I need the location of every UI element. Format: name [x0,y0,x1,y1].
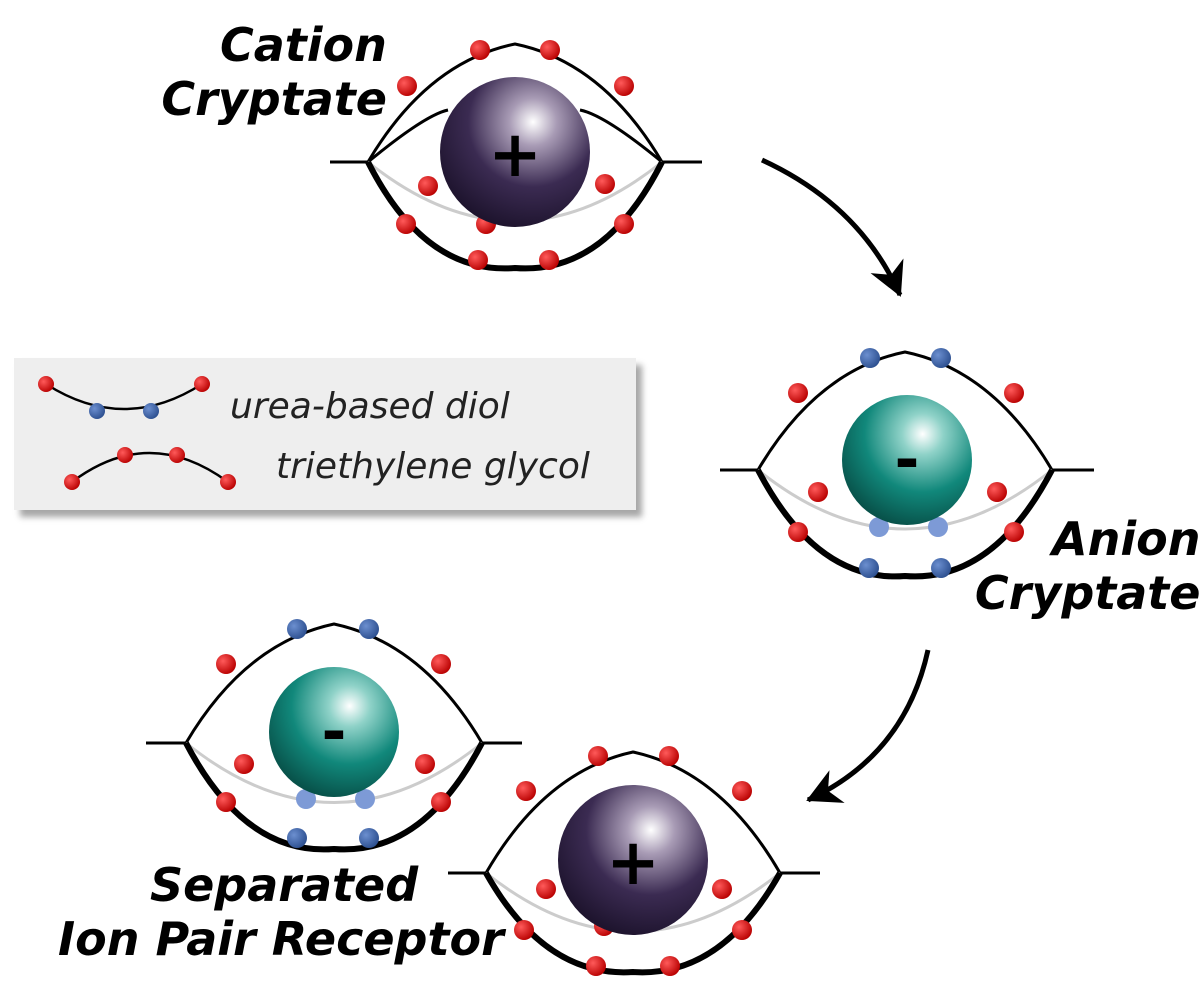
urea-nh-atom [931,348,951,368]
legend-teg-swatch [64,447,236,490]
legend-box: urea-based diol triethylene glycol [14,358,636,510]
transition-arrow [806,649,931,803]
urea-nh-atom [287,828,307,848]
cation-sign: + [488,118,542,192]
urea-nh-back [296,789,316,809]
urea-nh-atom [859,558,879,578]
oxygen-atom [614,76,634,96]
oxygen-atom [808,482,828,502]
anion-sign: - [322,697,347,767]
oxygen-atom [732,781,752,801]
oxygen-atom [514,920,534,940]
oxygen-atom [987,482,1007,502]
oxygen-atom [418,176,438,196]
separated-anion-cage: - [146,619,522,853]
oxygen-atom [586,956,606,976]
title-line: Separated [150,858,419,912]
transition-arrow [760,157,904,297]
cation-cryptate: + [330,40,702,272]
legend-label-urea: urea-based diol [230,386,510,427]
oxygen-atom [468,250,488,270]
urea-nh-atom [287,619,307,639]
legend-swatches [38,376,236,490]
oxygen-atom [788,383,808,403]
oxygen-atom [788,522,808,542]
urea-nh-atom [359,619,379,639]
oxygen-atom [1004,522,1024,542]
anion-sign: - [895,425,920,495]
oxygen-atom [540,40,560,60]
cation-sphere [558,785,708,935]
oxygen-atom [216,654,236,674]
legend-label-teg: triethylene glycol [276,446,590,487]
title-line: Cryptate [161,72,387,126]
urea-nh-atom [860,348,880,368]
oxygen-atom [216,792,236,812]
anion-sphere [842,395,972,525]
oxygen-atom [397,76,417,96]
separated-cation-cage: + [448,746,820,976]
cation-sphere [440,77,590,227]
oxygen-atom [595,174,615,194]
oxygen-atom [536,879,556,899]
title-cation-cryptate: Cation Cryptate [130,18,387,126]
urea-nh-atom [359,828,379,848]
urea-nh-back [869,517,889,537]
title-separated-receptor: Separated Ion Pair Receptor [58,858,504,966]
title-line: Cation [220,18,387,72]
title-line: Anion [1052,512,1200,566]
urea-nh-atom [931,558,951,578]
oxygen-atom [588,746,608,766]
oxygen-atom [516,781,536,801]
anion-cryptate: - [720,348,1094,580]
legend-urea-swatch [38,376,210,419]
oxygen-atom [539,250,559,270]
title-line: Cryptate [974,566,1200,620]
oxygen-atom [234,754,254,774]
anion-sphere [269,667,399,797]
oxygen-atom [614,214,634,234]
cation-sign: + [606,826,660,900]
oxygen-atom [396,214,416,234]
title-anion-cryptate: Anion Cryptate [962,512,1200,620]
oxygen-atom [470,40,490,60]
oxygen-atom [660,956,680,976]
oxygen-atom [712,879,732,899]
title-line: Ion Pair Receptor [58,912,504,966]
oxygen-atom [431,792,451,812]
oxygen-atom [732,920,752,940]
oxygen-atom [1004,383,1024,403]
oxygen-atom [431,654,451,674]
oxygen-atom [415,754,435,774]
oxygen-atom [659,746,679,766]
urea-nh-back [355,789,375,809]
urea-nh-back [928,517,948,537]
